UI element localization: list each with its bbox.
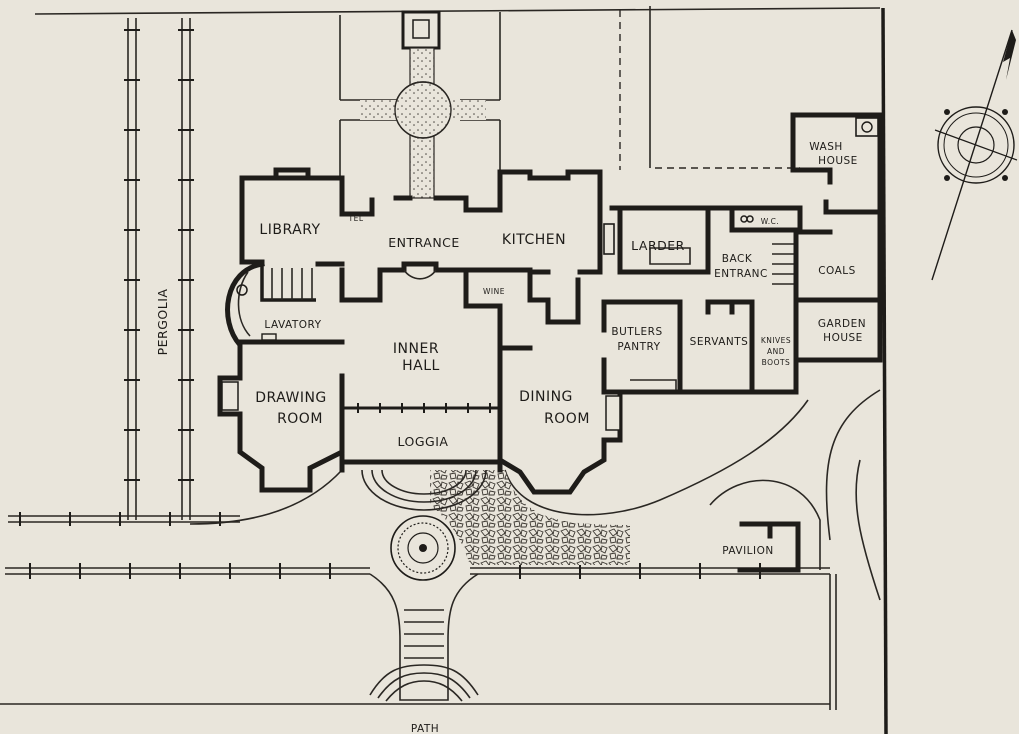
label-dining-room-1: DINING — [519, 389, 573, 405]
label-wash-house-1: WASH — [809, 141, 843, 153]
label-knives-1: KNIVES — [761, 336, 791, 345]
label-butlers-pantry-2: PANTRY — [617, 341, 660, 353]
label-garden-house-2: HOUSE — [823, 332, 863, 344]
label-lavatory: LAVATORY — [264, 319, 321, 331]
south-grounds — [0, 389, 881, 710]
label-drawing-room-1: DRAWING — [255, 390, 327, 406]
label-loggia: LOGGIA — [398, 434, 449, 449]
label-wash-house-2: HOUSE — [818, 155, 858, 167]
label-pavilion: PAVILION — [722, 545, 774, 557]
label-pergolia: PERGOLIA — [155, 289, 170, 356]
label-inner-hall-2: HALL — [402, 358, 440, 374]
label-coals: COALS — [818, 265, 856, 277]
label-library: LIBRARY — [259, 222, 320, 238]
pergola — [8, 18, 240, 526]
label-tel: TEL — [348, 214, 364, 223]
label-knives-3: BOOTS — [762, 358, 791, 367]
label-wc: W.C. — [761, 217, 780, 226]
label-wine: WINE — [483, 287, 505, 296]
label-drawing-room-2: ROOM — [277, 411, 323, 427]
label-path: PATH — [411, 723, 439, 734]
room-labels: LIBRARY TEL ENTRANCE KITCHEN LARDER W.C.… — [155, 141, 866, 734]
house-walls — [217, 112, 883, 573]
label-back-entrance-1: BACK — [722, 253, 753, 265]
label-dining-room-2: ROOM — [544, 411, 590, 427]
label-larder: LARDER — [631, 238, 685, 253]
label-servants: SERVANTS — [690, 336, 749, 348]
label-kitchen: KITCHEN — [502, 232, 566, 248]
label-entrance: ENTRANCE — [388, 235, 460, 250]
north-garden — [360, 10, 486, 199]
compass-rose — [931, 29, 1018, 281]
label-back-entrance-2: ENTRANC — [714, 268, 768, 280]
label-garden-house-1: GARDEN — [818, 318, 866, 330]
label-knives-2: AND — [767, 347, 785, 356]
label-butlers-pantry-1: BUTLERS — [611, 326, 662, 338]
label-inner-hall-1: INNER — [393, 341, 439, 357]
